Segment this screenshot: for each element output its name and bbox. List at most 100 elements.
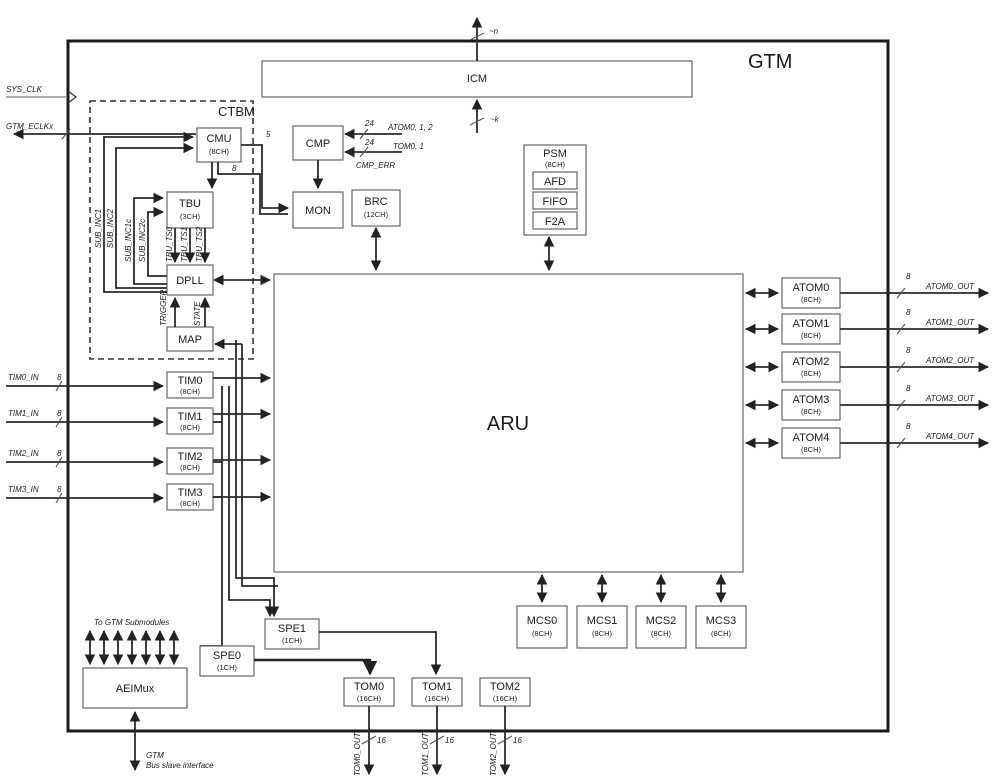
spe0-to-tom0-line xyxy=(254,658,378,676)
tbu-ts1-label: TBU_TS1 xyxy=(180,227,189,262)
tom1-name: TOM1 xyxy=(422,681,452,693)
tim3-name: TIM3 xyxy=(177,487,202,499)
tim0-in-label: TIM0_IN xyxy=(8,373,39,382)
tim1-in-width: 8 xyxy=(57,409,62,418)
icm-label: ICM xyxy=(467,73,487,85)
tom0-out-width: 16 xyxy=(377,736,386,745)
psm-afd-block xyxy=(532,171,578,190)
tom0-out-label: TOM0_OUT xyxy=(353,731,362,776)
icm-bottom-slash xyxy=(469,117,485,126)
trigger-label: TRIGGER xyxy=(159,289,168,326)
tim1-in-label: TIM1_IN xyxy=(8,409,39,418)
tim1-in-slash xyxy=(55,416,63,428)
icm-top-slash xyxy=(469,32,485,41)
tom0-out-slash xyxy=(361,735,377,745)
tbu-ts2-label: TBU_TS2 xyxy=(195,226,204,262)
tim3-in-label: TIM3_IN xyxy=(8,485,39,494)
atom2-out-label: ATOM2_OUT xyxy=(925,356,975,365)
tom2-out-width: 16 xyxy=(513,736,522,745)
spe1-block xyxy=(264,618,320,650)
atom2-out-slash xyxy=(896,361,906,373)
tom1-out-label: TOM1_OUT xyxy=(421,731,430,776)
atom0-out-slash xyxy=(896,287,906,299)
tom0-name: TOM0 xyxy=(354,681,384,693)
tim2-block xyxy=(166,447,214,475)
spe1-ch: (1CH) xyxy=(282,636,303,645)
psm-name: PSM xyxy=(543,148,567,160)
gtm-eclk-slash xyxy=(61,128,71,140)
mcs3-ch: (8CH) xyxy=(711,629,732,638)
tom1-out-slash xyxy=(429,735,445,745)
atom1-out-width: 8 xyxy=(906,308,911,317)
tbu-block xyxy=(166,191,214,229)
tom1-out-width: 16 xyxy=(445,736,454,745)
mcs0-name: MCS0 xyxy=(527,615,558,627)
tom1-block xyxy=(411,677,463,707)
tbu-name: TBU xyxy=(179,198,201,210)
atom3-ch: (8CH) xyxy=(801,407,822,416)
cmp-name: CMP xyxy=(306,138,330,150)
tim2-in-label: TIM2_IN xyxy=(8,449,39,458)
atom4-out-width: 8 xyxy=(906,422,911,431)
tim2-in-slash xyxy=(55,456,63,468)
dpll-block xyxy=(166,264,214,296)
atom1-out-slash xyxy=(896,323,906,335)
tom2-name: TOM2 xyxy=(490,681,520,693)
atom4-out-label: ATOM4_OUT xyxy=(925,432,975,441)
sub-inc1-label: SUB_INC1 xyxy=(94,209,103,248)
atom2-ch: (8CH) xyxy=(801,369,822,378)
mcs0-group: MCS0 (8CH) xyxy=(516,573,568,649)
cmp-err-label: CMP_ERR xyxy=(356,161,395,170)
bus-label-1: GTM xyxy=(146,751,164,760)
mcs1-ch: (8CH) xyxy=(592,629,613,638)
atom1-name: ATOM1 xyxy=(793,318,830,330)
tim3-block xyxy=(166,483,214,511)
sys-clk-clock-icon xyxy=(67,90,77,104)
atom0-ch: (8CH) xyxy=(801,295,822,304)
mcs1-name: MCS1 xyxy=(587,615,618,627)
brc-block xyxy=(351,189,401,227)
atom3-out-label: ATOM3_OUT xyxy=(925,394,975,403)
mcs1-block xyxy=(576,605,628,649)
atom4-out-slash xyxy=(896,437,906,449)
mcs3-name: MCS3 xyxy=(706,615,737,627)
atom0-group: ATOM0 (8CH) 8 ATOM0_OUT xyxy=(744,272,990,309)
cmp-tom-in-label: TOM0, 1 xyxy=(393,142,424,151)
tim0-group: TIM0 (8CH) TIM0_IN 8 xyxy=(6,371,272,399)
aeimux-block xyxy=(82,667,188,709)
cmp-atom-in-label: ATOM0, 1, 2 xyxy=(387,123,433,132)
cmp-width-2: 24 xyxy=(364,138,374,147)
tim2-ch: (8CH) xyxy=(180,463,201,472)
icm-block xyxy=(261,60,693,98)
tim2-group: TIM2 (8CH) TIM2_IN 8 xyxy=(6,447,272,475)
psm-f2a-block xyxy=(532,211,578,230)
tbu-ts0-label: TBU_TS0 xyxy=(165,226,174,262)
atom2-name: ATOM2 xyxy=(793,356,830,368)
cmu-ch: (8CH) xyxy=(209,147,230,156)
dpll-name: DPLL xyxy=(176,275,204,287)
tim1-name: TIM1 xyxy=(177,411,202,423)
mcs2-name: MCS2 xyxy=(646,615,677,627)
cmp-block xyxy=(292,125,344,161)
tom0-block xyxy=(343,677,395,707)
psm-f2a: F2A xyxy=(545,216,566,228)
tom2-out-label: TOM2_OUT xyxy=(489,731,498,776)
spe1-to-tom1-line xyxy=(319,631,442,676)
tom1-group: TOM1 (16CH) 16 TOM1_OUT xyxy=(411,677,463,776)
sub-inc2c-label: SUB_INC2c xyxy=(138,219,147,262)
psm-fifo-block xyxy=(532,191,578,210)
map-spe1-route-2 xyxy=(241,344,278,587)
map-spe1-route xyxy=(235,340,280,618)
psm-ch: (8CH) xyxy=(545,160,566,169)
atom2-out-width: 8 xyxy=(906,346,911,355)
tom0-group: TOM0 (16CH) 16 TOM0_OUT xyxy=(343,677,395,776)
atom2-block xyxy=(781,351,841,383)
mcs0-block xyxy=(516,605,568,649)
tim0-name: TIM0 xyxy=(177,375,202,387)
tim0-block xyxy=(166,371,214,399)
sub-inc1-line xyxy=(103,131,195,293)
tim3-ch: (8CH) xyxy=(180,499,201,508)
sub-inc1c-label: SUB_INC1c xyxy=(124,219,133,262)
